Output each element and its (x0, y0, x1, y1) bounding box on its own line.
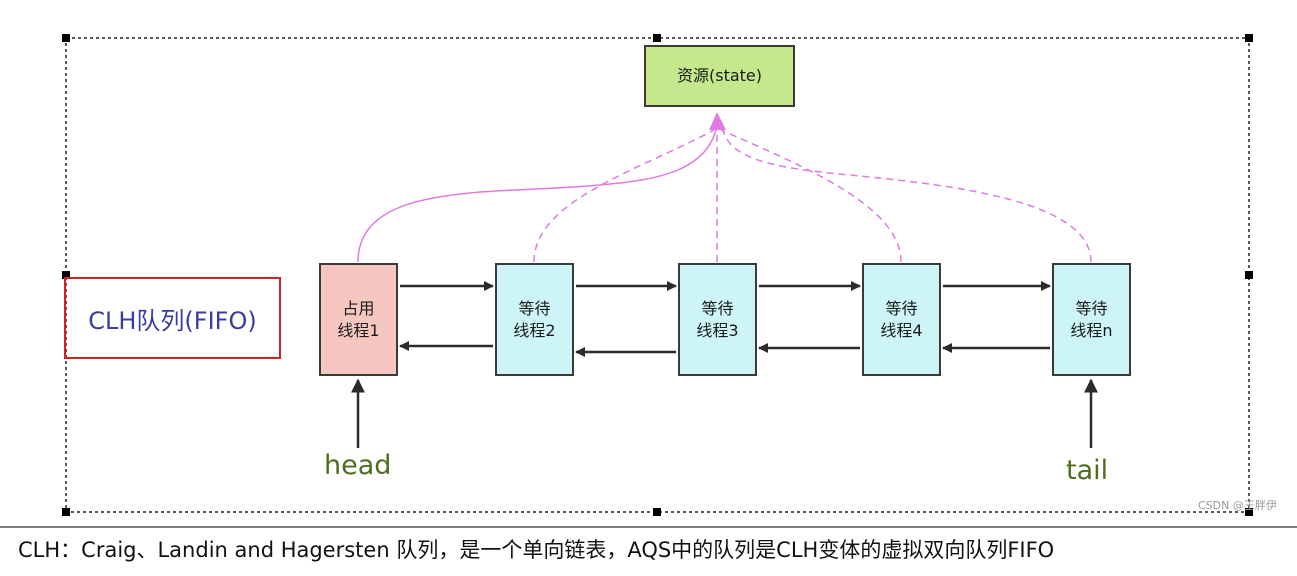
selection-handle-top-left[interactable] (62, 34, 70, 42)
resource-arrowhead (709, 112, 726, 130)
caption: CLH：Craig、Landin and Hagersten 队列，是一个单向链… (18, 538, 1055, 562)
thread-node-3-label: 等待 线程3 (696, 298, 739, 340)
thread-node-1: 占用 线程1 (319, 263, 398, 376)
thread-node-3: 等待 线程3 (678, 263, 757, 376)
resource-state-node: 资源(state) (644, 45, 795, 107)
queue-label-box: CLH队列(FIFO) (64, 277, 281, 359)
head-pointer-label: head (324, 450, 392, 481)
thread-node-2: 等待 线程2 (495, 263, 574, 376)
selection-handle-mid-right[interactable] (1245, 271, 1253, 279)
selection-handle-mid-left[interactable] (62, 271, 70, 279)
selection-handle-bottom-mid[interactable] (653, 508, 661, 516)
queue-label: CLH队列(FIFO) (88, 306, 257, 335)
thread-node-2-label: 等待 线程2 (513, 298, 556, 340)
selection-handle-top-mid[interactable] (653, 34, 661, 42)
link-thread1-resource (357, 119, 719, 263)
thread-node-n: 等待 线程n (1052, 263, 1131, 376)
thread-node-n-label: 等待 线程n (1070, 298, 1113, 340)
thread-node-1-label: 占用 线程1 (337, 298, 380, 340)
thread-node-4: 等待 线程4 (862, 263, 941, 376)
selection-handle-top-right[interactable] (1245, 34, 1253, 42)
selection-handle-bottom-left[interactable] (62, 508, 70, 516)
link-thread2-resource (533, 129, 715, 263)
thread-node-4-label: 等待 线程4 (880, 298, 923, 340)
selection-handle-bottom-right[interactable] (1245, 508, 1253, 516)
link-threadn-resource (722, 129, 1092, 263)
link-thread4-resource (720, 129, 902, 263)
tail-pointer-label: tail (1066, 455, 1109, 486)
resource-label: 资源(state) (676, 66, 763, 85)
watermark: CSDN @王胖伊 (1198, 499, 1277, 512)
